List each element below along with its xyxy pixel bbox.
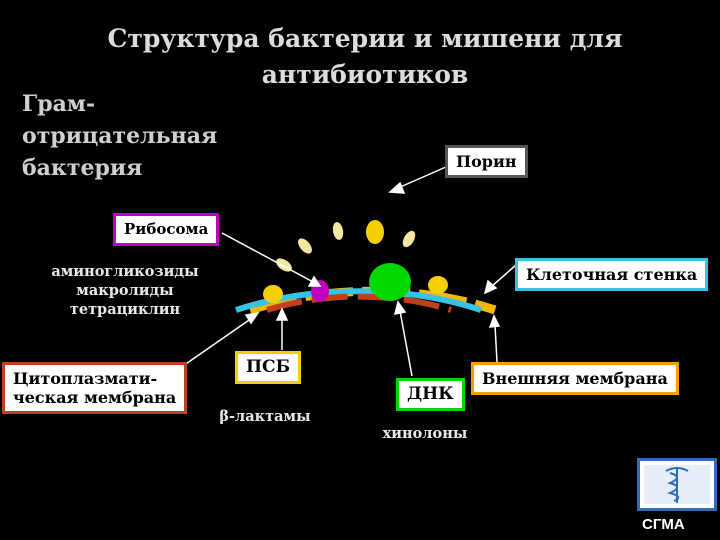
medical-emblem-icon bbox=[637, 458, 717, 511]
porin-label: Порин bbox=[445, 145, 528, 178]
cell-wall-label: Клеточная стенка bbox=[515, 258, 709, 291]
drug-quinolones: хинолоны bbox=[382, 425, 468, 442]
drug-aminoglycosides: аминогликозиды bbox=[51, 263, 199, 280]
cell-wall-arc bbox=[235, 288, 482, 313]
cytoplasmic-membrane-arc bbox=[266, 293, 452, 313]
dna-label: ДНК bbox=[396, 378, 465, 411]
outer-membrane-label: Внешняя мембрана bbox=[471, 362, 679, 395]
dna-shape bbox=[369, 263, 411, 301]
logo-text: СГМА bbox=[642, 516, 685, 533]
title-line-1: Структура бактерии и мишени для bbox=[107, 24, 623, 53]
drug-tetracycline: тетрациклин bbox=[69, 301, 181, 318]
psb-label: ПСБ bbox=[235, 351, 302, 384]
title-line-2: антибиотиков bbox=[261, 60, 469, 89]
porin-shape bbox=[298, 238, 312, 254]
psb-shape bbox=[366, 220, 384, 244]
ribosome-label: Рибосома bbox=[113, 213, 220, 246]
gram-negative-label: Грам- отрицательная бактерия bbox=[22, 91, 218, 181]
psb-shape bbox=[263, 285, 283, 303]
porin-shape bbox=[402, 230, 416, 248]
drug-macrolides: макролиды bbox=[76, 282, 174, 299]
porin-shape bbox=[276, 258, 292, 272]
psb-shape bbox=[428, 276, 448, 294]
porin-shape bbox=[332, 222, 344, 240]
cytoplasmic-membrane-label: Цитоплазмати- ческая мембрана bbox=[2, 362, 188, 414]
drug-beta-lactams: β-лактамы bbox=[219, 408, 311, 425]
